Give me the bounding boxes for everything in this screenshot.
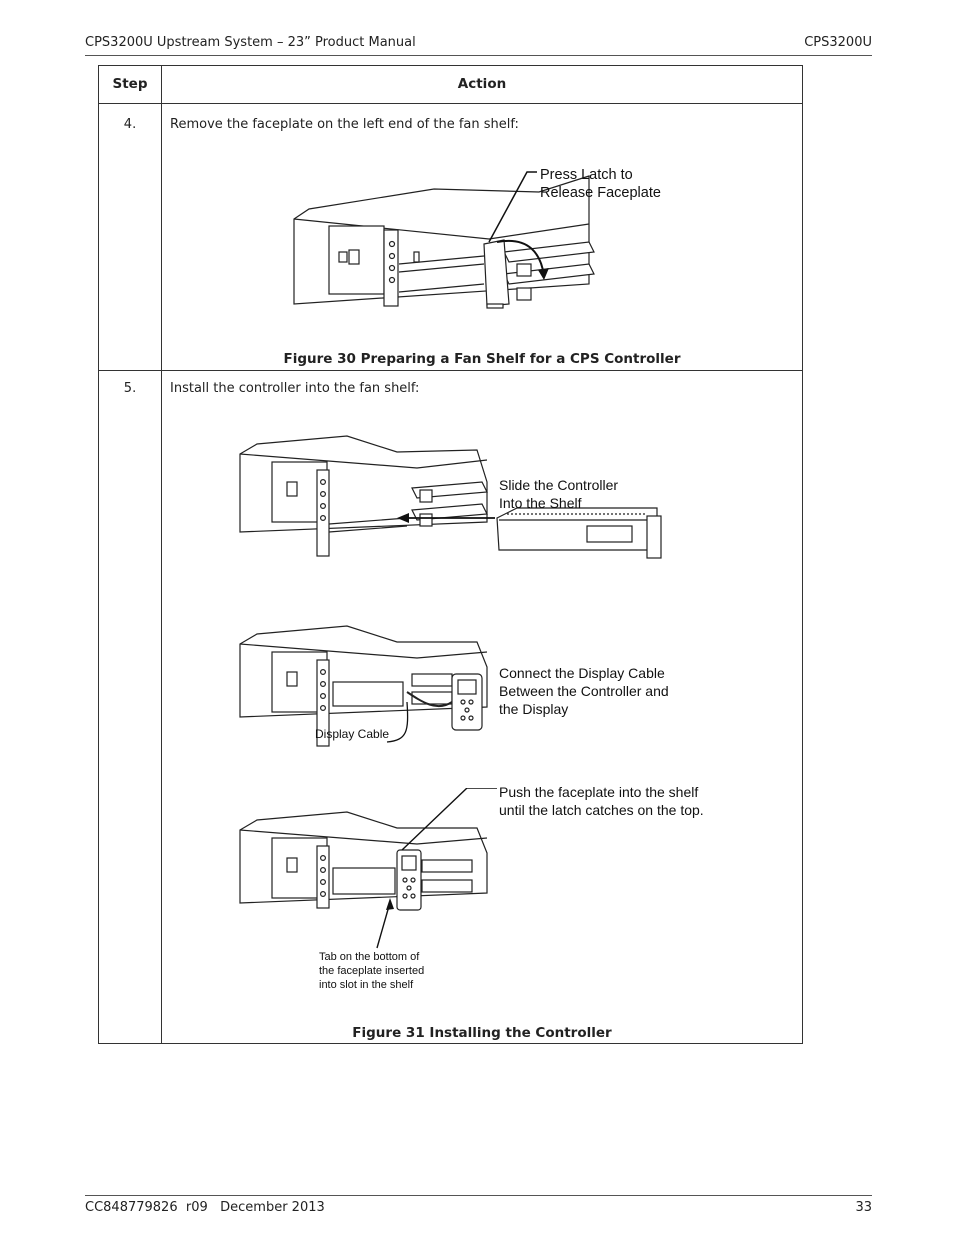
header-title: CPS3200U Upstream System – 23” Product M… — [85, 35, 416, 50]
header-product: CPS3200U — [804, 35, 872, 50]
callout-line: Press Latch to — [540, 167, 633, 183]
figure-caption: Figure 30 Preparing a Fan Shelf for a CP… — [283, 351, 681, 367]
callout-press-latch: Press Latch to Release Faceplate — [540, 166, 661, 202]
column-divider — [161, 66, 162, 1043]
callout-connect-cable: Connect the Display Cable Between the Co… — [499, 664, 669, 718]
footer-doc-id: CC848779826 r09 December 2013 — [85, 1200, 325, 1215]
column-header-action: Action — [457, 76, 507, 92]
callout-line: Between the Controller and — [499, 683, 669, 699]
step-number: 5. — [123, 381, 137, 396]
procedure-table: Step Action 4. Remove the faceplate on t… — [98, 65, 803, 1044]
callout-line: Into the Shelf — [499, 495, 582, 511]
column-header-step: Step — [112, 76, 148, 92]
slide-controller-illustration — [239, 435, 662, 559]
callout-line: Connect the Display Cable — [499, 665, 665, 681]
callout-line: Slide the Controller — [499, 477, 619, 493]
figure-30-illustration — [293, 171, 595, 309]
callout-line: Release Faceplate — [540, 185, 661, 201]
connect-cable-illustration — [239, 625, 488, 747]
callout-line: the faceplate inserted — [319, 965, 425, 977]
display-cable-label: Display Cable — [315, 727, 390, 741]
callout-push-faceplate: Push the faceplate into the shelf until … — [499, 783, 704, 819]
row-divider — [99, 370, 802, 371]
callout-line: until the latch catches on the top. — [499, 802, 704, 818]
page-footer: CC848779826 r09 December 2013 33 — [85, 1195, 872, 1218]
callout-line: the Display — [499, 701, 569, 717]
push-faceplate-illustration — [239, 788, 497, 949]
figure-caption: Figure 31 Installing the Controller — [352, 1025, 612, 1041]
step-number: 4. — [123, 117, 137, 132]
page-number: 33 — [855, 1200, 872, 1215]
callout-line: Tab on the bottom of — [319, 951, 420, 963]
callout-line: Push the faceplate into the shelf — [499, 784, 699, 800]
step-action-text: Remove the faceplate on the left end of … — [170, 117, 519, 132]
callout-line: into slot in the shelf — [319, 979, 414, 991]
callout-tab-bottom: Tab on the bottom of the faceplate inser… — [319, 950, 424, 992]
callout-slide-controller: Slide the Controller Into the Shelf — [499, 476, 618, 512]
page-header: CPS3200U Upstream System – 23” Product M… — [85, 35, 872, 56]
step-action-text: Install the controller into the fan shel… — [170, 381, 420, 396]
header-row-divider — [99, 103, 802, 104]
